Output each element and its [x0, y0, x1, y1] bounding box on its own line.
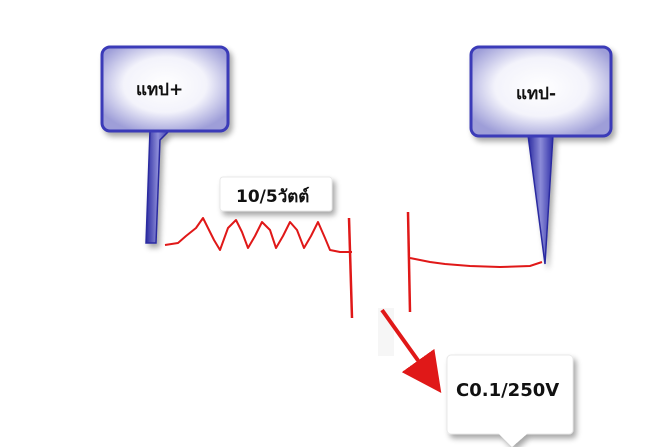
- negative-wire: [409, 257, 543, 269]
- positive-terminal-label: แทป+: [136, 80, 184, 100]
- positive-terminal-callout: [100, 45, 230, 244]
- capacitor-plate-left: [347, 217, 354, 319]
- capacitor-callout: [446, 354, 574, 447]
- negative-terminal-label: แทป-: [516, 84, 557, 104]
- resistor-wire: [164, 217, 352, 253]
- negative-terminal-callout: [469, 45, 613, 265]
- resistor-label: 10/5วัตต์: [236, 187, 310, 207]
- resistor-callout: [219, 176, 333, 212]
- capacitor-pointer-arrow: [380, 308, 442, 394]
- capacitor-plate-right: [406, 211, 412, 313]
- capacitor-label: C0.1/250V: [456, 380, 560, 401]
